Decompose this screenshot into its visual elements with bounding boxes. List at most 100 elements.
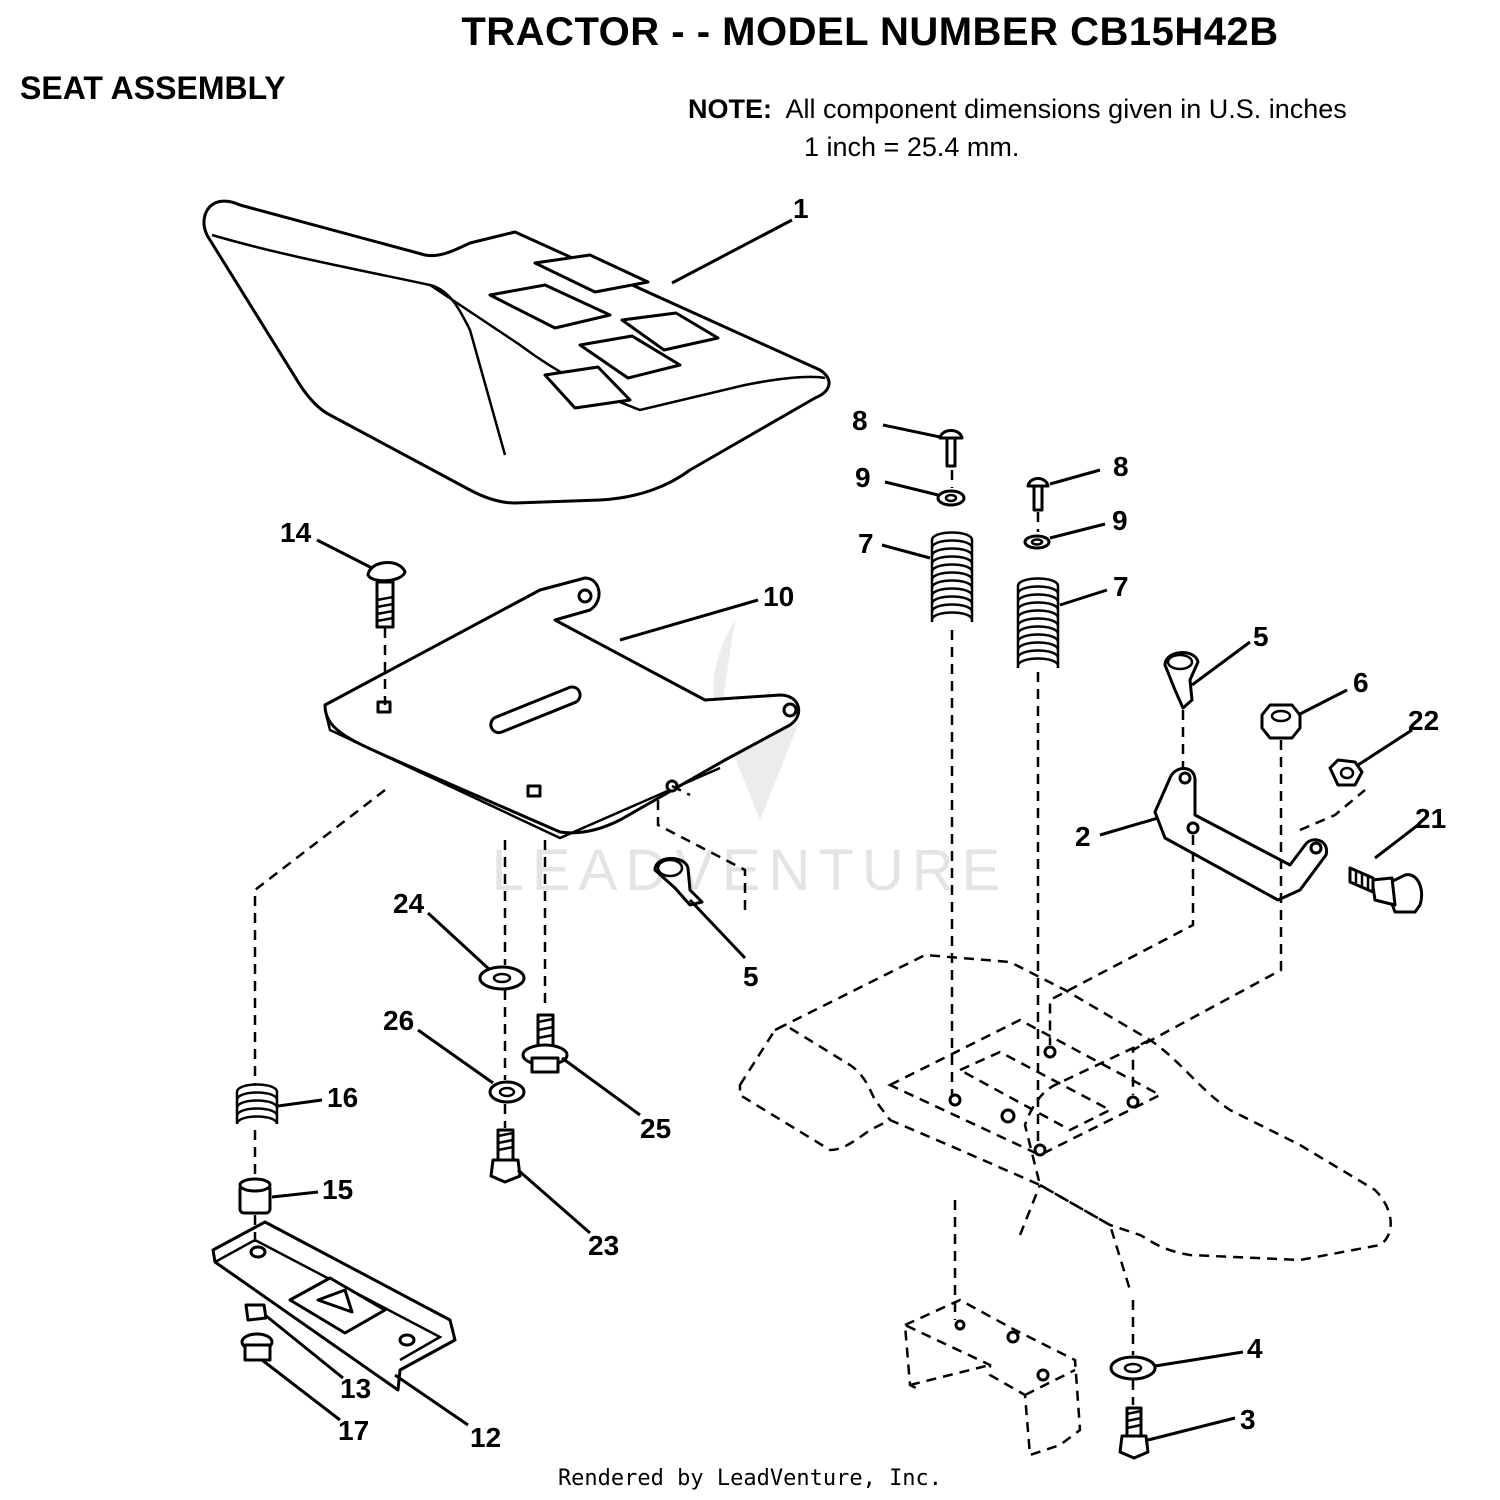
- callout-7-left: 7: [858, 528, 874, 559]
- leader-line: [688, 898, 747, 960]
- leader-line: [1049, 468, 1101, 486]
- bolt-threads: [497, 1131, 514, 1152]
- frame-hole: [948, 1093, 962, 1107]
- callout-2: 2: [1075, 821, 1091, 852]
- leader-line: [426, 911, 492, 972]
- bolt-threads: [376, 595, 394, 623]
- leader-line: [264, 1313, 344, 1380]
- note-line-2: 1 inch = 25.4 mm.: [804, 132, 1020, 162]
- watermark-text: LEADVENTURE: [492, 838, 1009, 903]
- flat-washer: [478, 965, 526, 991]
- assembly-centerlines: [253, 470, 1366, 1405]
- seat-part-1: [202, 199, 831, 505]
- callout-6: 6: [1353, 667, 1369, 698]
- hex-head: [1118, 1434, 1150, 1460]
- leader-line: [394, 1373, 469, 1427]
- frame-hole: [1036, 1368, 1050, 1382]
- leader-line: [671, 218, 793, 285]
- nut-part-13: [244, 1303, 268, 1322]
- seat-cushion: [202, 199, 831, 505]
- leader-line: [881, 543, 931, 560]
- footer-credit: Rendered by LeadVenture, Inc.: [557, 1466, 943, 1491]
- leader-lines: [261, 218, 1419, 1442]
- callout-9-left: 9: [855, 462, 871, 493]
- leader-line: [517, 1168, 591, 1235]
- washer-hole: [944, 493, 958, 503]
- note-label: NOTE:: [688, 94, 772, 124]
- spring-coils: [930, 531, 974, 622]
- carriage-bolt-part-14: [366, 561, 407, 629]
- seat-deck-recess: [957, 1050, 1113, 1132]
- seat-pan-slot: [489, 685, 582, 735]
- washer-part-26: [488, 1080, 526, 1104]
- leader-line: [1297, 688, 1348, 717]
- seat-pads: [488, 253, 720, 410]
- seat-edge-back: [429, 283, 826, 412]
- hex-nut: [1328, 758, 1364, 787]
- callout-13: 13: [340, 1373, 371, 1404]
- callout-8-left: 8: [852, 405, 868, 436]
- bolt-part-3: [1118, 1406, 1150, 1460]
- callout-26: 26: [383, 1005, 414, 1036]
- leader-line: [1059, 588, 1108, 607]
- leader-line: [561, 1056, 641, 1117]
- callout-3: 3: [1240, 1404, 1256, 1435]
- spring-coils: [235, 1083, 279, 1125]
- leader-line: [884, 480, 939, 497]
- leader-line: [1191, 640, 1251, 687]
- centerline: [656, 800, 747, 915]
- spacer-part-15: [238, 1177, 272, 1215]
- centerline: [1048, 835, 1195, 1045]
- screw-head: [1026, 477, 1050, 488]
- compression-spring: [930, 531, 974, 622]
- frame-hole: [1033, 1143, 1047, 1157]
- seat-pad: [543, 365, 632, 410]
- callout-8-right: 8: [1113, 451, 1129, 482]
- screw-head: [938, 429, 964, 440]
- callout-9-right: 9: [1112, 505, 1128, 536]
- nut-hole: [1270, 709, 1292, 723]
- note-line-1: All component dimensions given in U.S. i…: [785, 94, 1347, 124]
- diagram-title: TRACTOR - - MODEL NUMBER CB15H42B: [461, 10, 1279, 54]
- callout-23: 23: [588, 1230, 619, 1261]
- callout-16: 16: [327, 1082, 358, 1113]
- diagram-subtitle: SEAT ASSEMBLY: [20, 70, 286, 106]
- leader-line: [261, 1358, 341, 1422]
- seat-pan-hole: [526, 784, 542, 798]
- bolt-threads: [1126, 1409, 1142, 1430]
- seat-edge-front: [211, 233, 507, 456]
- leader-line: [1099, 816, 1159, 837]
- screw-shank: [1032, 484, 1044, 512]
- leader-line: [1049, 522, 1106, 540]
- callout-12: 12: [470, 1422, 501, 1453]
- callout-4: 4: [1247, 1333, 1263, 1364]
- bracket: [1153, 767, 1329, 902]
- washer-hole: [498, 1086, 516, 1098]
- centerline: [1131, 740, 1283, 1095]
- washer-hole: [1123, 1362, 1143, 1374]
- spacer-top: [238, 1177, 272, 1193]
- seat-deck-outline: [887, 1018, 1163, 1157]
- callout-5-lower: 5: [743, 961, 759, 992]
- fender-inner-front: [774, 1023, 891, 1121]
- callout-21: 21: [1415, 803, 1446, 834]
- frame-hole: [1126, 1095, 1140, 1109]
- callout-labels: 1 14 10 8 9 7 8 9 7 5 6 22 21 2 5 24 26 …: [280, 193, 1446, 1453]
- centerline: [671, 784, 691, 797]
- bolt-head: [366, 561, 407, 583]
- bracket-hole: [1309, 841, 1323, 855]
- locknut-part-6: [1260, 703, 1302, 740]
- leader-line: [1357, 728, 1413, 767]
- fender-right-panel: [1018, 1183, 1132, 1291]
- seat-pan-pivot-hole: [577, 588, 593, 604]
- frame-hole: [954, 1319, 966, 1331]
- leader-line: [316, 538, 373, 570]
- fender-outline: [738, 953, 1392, 1262]
- frame-hole: [1006, 1330, 1020, 1344]
- washer-part-24: [478, 965, 526, 991]
- leader-line: [619, 598, 759, 642]
- nut: [244, 1303, 268, 1322]
- spring-stack-left: [930, 429, 974, 622]
- frame-bracket: [903, 1298, 1082, 1457]
